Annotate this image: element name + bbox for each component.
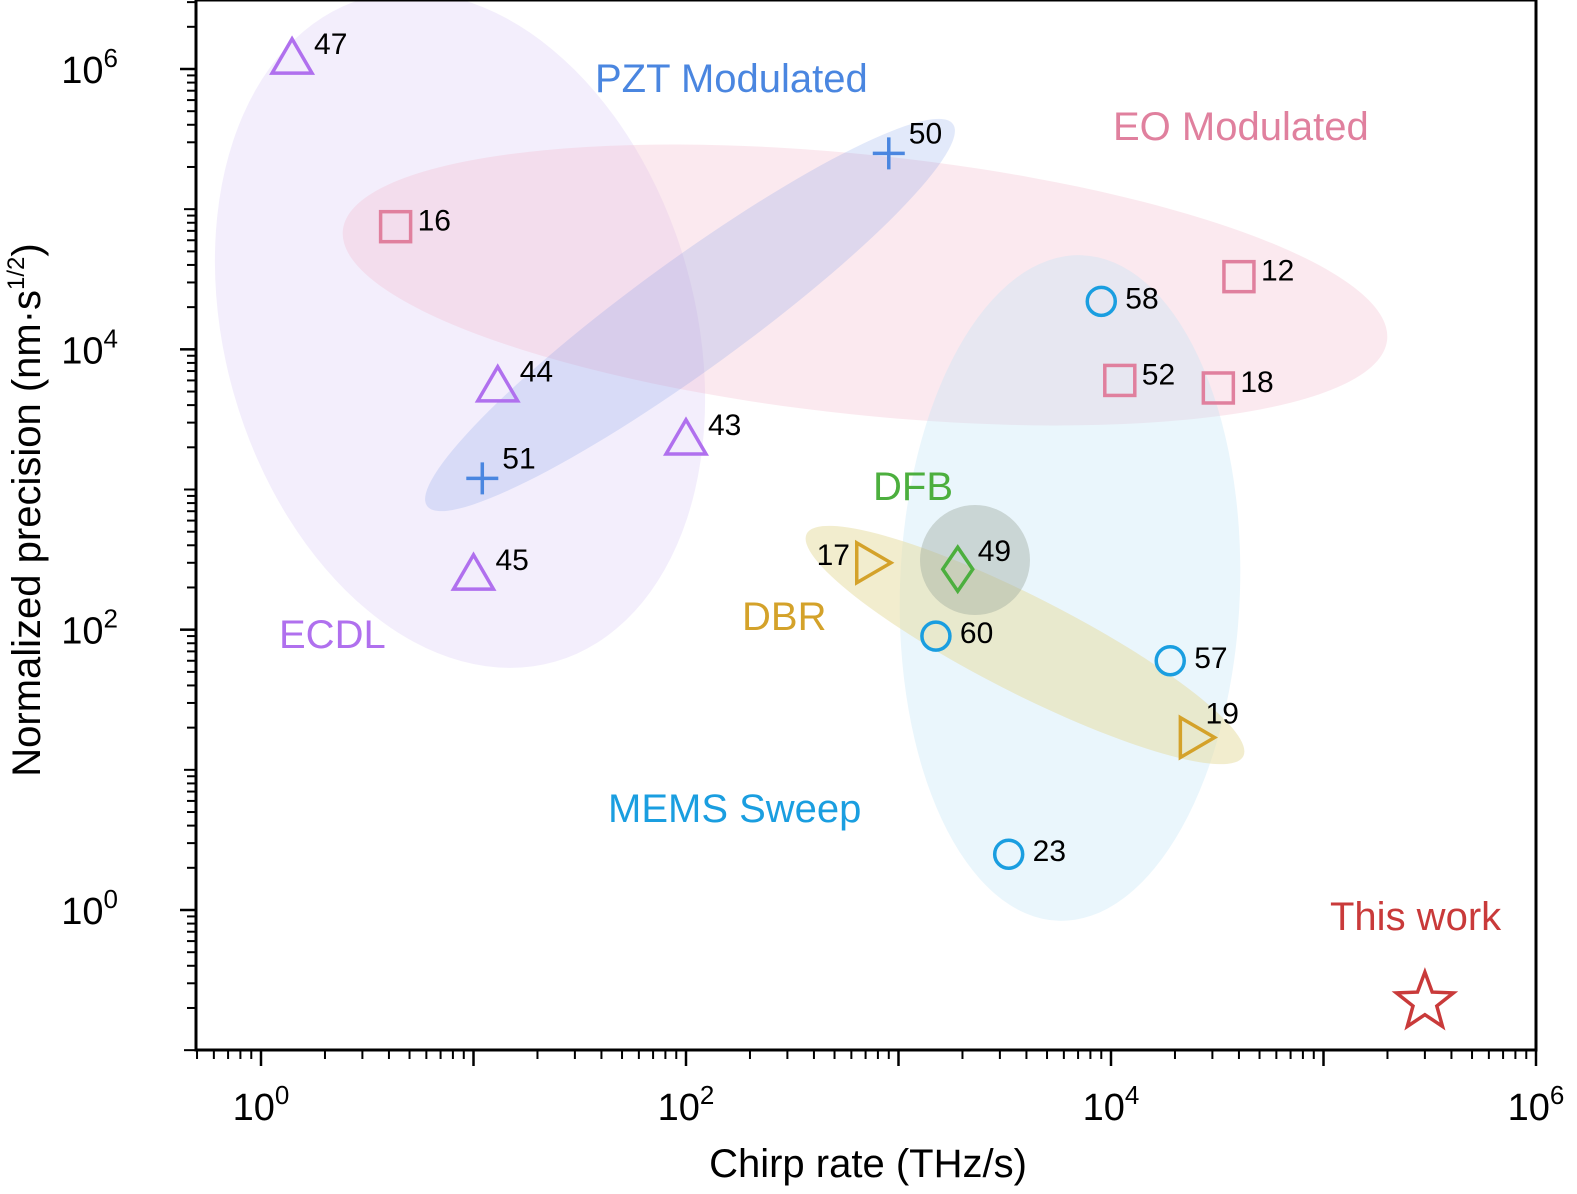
point-label-18: 18 (1240, 366, 1273, 399)
point-label-49: 49 (978, 535, 1011, 568)
y-tick-label: 100 (61, 884, 118, 933)
y-axis-title-close: ) (5, 243, 49, 256)
marker-triangle-right-17 (855, 539, 895, 586)
y-tick-exponent: 2 (104, 604, 118, 634)
y-axis-title-exp: 1/2 (3, 257, 30, 290)
y-tick-base: 10 (61, 330, 103, 372)
y-axis-title: Normalized precision (nm·s1/2) (3, 243, 49, 777)
point-label-57: 57 (1194, 642, 1227, 675)
marker-square-12 (1222, 259, 1256, 294)
point-label-43: 43 (708, 409, 741, 442)
y-axis-title-main: Normalized precision (nm·s (5, 290, 49, 777)
group-regions (214, 0, 1388, 921)
x-tick-label: 106 (1508, 1080, 1565, 1129)
marker-square-18 (1201, 371, 1236, 405)
x-tick-base: 10 (1508, 1087, 1550, 1129)
marker-star-this-work (1391, 967, 1459, 1031)
group-label-eo: EO Modulated (1113, 105, 1369, 149)
marker-triangle-right-19 (1178, 714, 1219, 761)
x-tick-label: 104 (1083, 1080, 1140, 1129)
region-eo-modulated (342, 144, 1388, 426)
point-label-51: 51 (502, 442, 535, 475)
region-dfb (920, 505, 1030, 615)
region-pzt-modulated (425, 118, 955, 512)
y-tick-base: 10 (61, 611, 103, 653)
region-ecdl (214, 0, 706, 668)
marker-plus-50 (872, 137, 905, 170)
point-label-60: 60 (960, 617, 993, 650)
marker-triangle-43 (663, 416, 709, 456)
x-tick-exponent: 6 (1550, 1080, 1564, 1110)
x-tick-exponent: 4 (1125, 1080, 1139, 1110)
group-label-mems: MEMS Sweep (608, 787, 861, 831)
group-label-pzt: PZT Modulated (595, 57, 868, 101)
point-label-44: 44 (520, 356, 553, 389)
y-tick-label: 102 (61, 604, 118, 653)
marker-circle-58 (1085, 285, 1118, 318)
x-tick-exponent: 0 (275, 1080, 289, 1110)
y-tick-label: 106 (61, 43, 118, 92)
x-tick-base: 10 (1083, 1087, 1125, 1129)
marker-plus-51 (466, 462, 499, 495)
y-tick-exponent: 4 (104, 323, 118, 353)
x-axis-title: Chirp rate (THz/s) (709, 1142, 1027, 1186)
point-labels: 47 44 43 45 50 51 16 12 52 18 58 60 57 23 17 19 49 (314, 28, 1294, 868)
marker-triangle-47 (269, 35, 316, 75)
x-tick-base: 10 (233, 1087, 275, 1129)
point-label-19: 19 (1206, 698, 1239, 731)
y-tick-label: 104 (61, 323, 118, 372)
marker-circle-57 (1154, 645, 1186, 677)
point-label-47: 47 (314, 28, 347, 61)
y-tick-base: 10 (61, 891, 103, 933)
x-tick-exponent: 2 (700, 1080, 714, 1110)
point-label-17: 17 (817, 539, 850, 572)
y-tick-exponent: 6 (104, 43, 118, 73)
point-label-45: 45 (496, 544, 529, 577)
group-label-ecdl: ECDL (279, 613, 386, 657)
point-label-58: 58 (1125, 282, 1158, 315)
region-dbr (805, 525, 1245, 765)
point-label-50: 50 (909, 117, 942, 150)
marker-square-52 (1103, 363, 1137, 398)
group-label-dfb: DFB (873, 465, 953, 509)
marker-circle-60 (920, 620, 952, 652)
marker-triangle-45 (450, 551, 497, 591)
point-label-16: 16 (418, 205, 451, 238)
y-tick-exponent: 0 (104, 884, 118, 914)
point-label-23: 23 (1033, 835, 1066, 868)
point-label-12: 12 (1261, 255, 1294, 288)
x-tick-label: 100 (233, 1080, 290, 1129)
point-label-52: 52 (1142, 358, 1175, 391)
marker-circle-23 (992, 838, 1025, 870)
group-label-this-work: This work (1330, 895, 1502, 939)
data-markers (269, 35, 1459, 1031)
group-label-dbr: DBR (742, 595, 826, 639)
marker-square-16 (378, 209, 413, 244)
group-labels: PZT Modulated EO Modulated ECDL DFB DBR … (279, 57, 1502, 939)
x-tick-base: 10 (658, 1087, 700, 1129)
x-tick-label: 102 (658, 1080, 715, 1129)
region-mems-sweep (899, 255, 1241, 921)
marker-triangle-44 (474, 363, 521, 403)
y-tick-base: 10 (61, 50, 103, 92)
marker-diamond-49 (940, 544, 975, 595)
